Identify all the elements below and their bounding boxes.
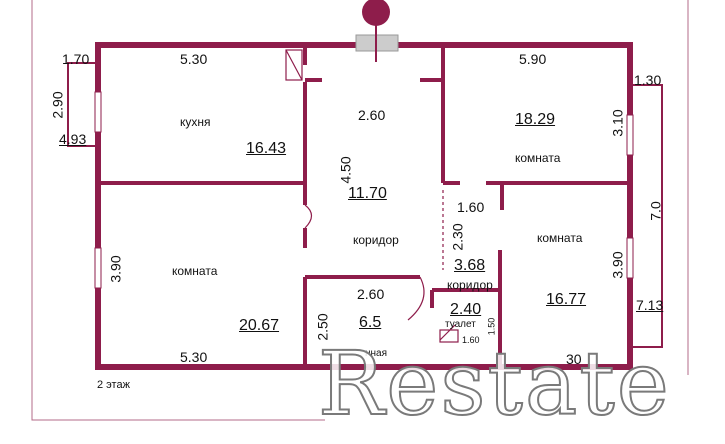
watermark-logo: Restate	[317, 332, 671, 435]
room-name-bath: нная	[365, 348, 388, 359]
dim-balcony-left-height: 2.90	[49, 91, 66, 119]
room-area-small-corridor: 3.68	[454, 257, 486, 274]
dim-left-bottom-width: 5.30	[180, 349, 208, 365]
room-area-corridor: 11.70	[348, 185, 387, 202]
dim-kitchen-width: 5.30	[180, 51, 208, 67]
room-name-corridor: коридор	[353, 233, 399, 247]
dim-top-right-height: 3.10	[609, 109, 626, 137]
dim-right-room-height: 3.90	[609, 251, 626, 279]
room-area-toilet: 2.40	[450, 301, 482, 318]
room-name-left: комната	[172, 264, 218, 278]
dim-balcony-right-width: 1.30	[634, 72, 662, 88]
dim-small-corridor-height: 2.30	[449, 223, 466, 251]
dim-toilet-width: 1.60	[462, 335, 480, 345]
dim-corridor-height: 4.50	[337, 156, 354, 184]
room-name-kitchen: кухня	[180, 115, 211, 129]
dim-corridor-width: 2.60	[358, 107, 386, 123]
room-area-bath: 6.5	[359, 314, 382, 331]
dim-top-right-width: 5.90	[519, 51, 547, 67]
dim-right-room-bottom: 30	[566, 351, 582, 367]
room-area-top-right: 18.29	[515, 111, 556, 128]
dim-small-corridor-width: 1.60	[457, 199, 485, 215]
balcony-right	[630, 84, 663, 348]
dim-balcony-left-width: 1.70	[62, 51, 90, 67]
dim-left-room-height: 3.90	[107, 255, 124, 283]
room-name-right: комната	[537, 231, 583, 245]
windows	[94, 91, 634, 289]
interior-walls	[98, 48, 630, 367]
fixtures	[285, 49, 459, 343]
balcony-left-area: 4.93	[59, 131, 87, 147]
room-area-left: 20.67	[239, 317, 280, 334]
room-name-toilet: туалет	[445, 319, 476, 330]
floor-label: 2 этаж	[97, 379, 130, 391]
room-area-kitchen: 16.43	[246, 140, 287, 157]
balcony-right-area: 7.13	[636, 297, 664, 313]
dim-balcony-right-height: 7.0	[647, 201, 664, 221]
dim-bath-width: 2.60	[357, 286, 385, 302]
vent-block	[355, 0, 399, 62]
room-name-small-corridor: коридор	[447, 278, 493, 292]
room-name-top-right: комната	[515, 151, 561, 165]
room-area-right: 16.77	[546, 291, 587, 308]
site-boundary	[31, 0, 689, 421]
